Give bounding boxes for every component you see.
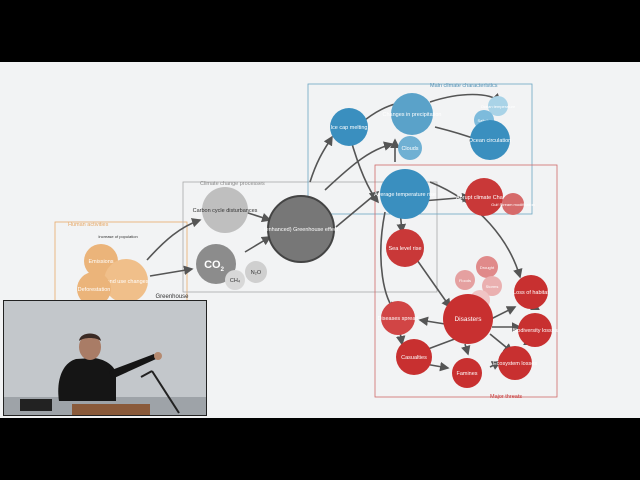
label-gulf-stream: Gulf Stream modification (491, 202, 535, 207)
podium (72, 404, 150, 415)
node-clouds (398, 136, 422, 160)
node-gulf-stream (502, 193, 524, 215)
node-ch4 (225, 270, 245, 290)
label-ice-cap: Ice cap melting (331, 125, 368, 131)
label-salinity: Salinity (478, 118, 491, 123)
label-drought: Drought (480, 265, 495, 270)
label-disasters: Disasters (454, 316, 482, 323)
label-average-temperature: Average temperature rise (374, 192, 436, 198)
node-sea-level (386, 229, 424, 267)
node-ecosystem (498, 346, 532, 380)
label-ecosystem: Ecosystem losses (493, 361, 537, 367)
node-abrupt-change (465, 178, 503, 216)
label-casualties: Casualties (401, 355, 427, 361)
label-precipitation: Changes in precipitation (382, 112, 441, 118)
node-carbon-cycle (202, 187, 248, 233)
speaker (58, 358, 116, 401)
label-ocean-temperature: Ocean temperature (481, 104, 516, 109)
label-sea-level: Sea level rise (388, 246, 421, 252)
node-storms (482, 276, 502, 296)
label-diseases: Diseases spread (378, 316, 419, 322)
node-precipitation (391, 93, 433, 135)
label-n2o: N₂O (251, 270, 262, 276)
label-storms: Storms (486, 284, 499, 289)
microphone-stand (151, 370, 180, 414)
laptop (20, 399, 52, 411)
node-human-deforestation (77, 272, 111, 306)
label-biodiversity: Biodiversity losses (512, 328, 557, 334)
node-average-temperature (380, 169, 430, 219)
node-floods (455, 270, 475, 290)
group-label-human: Human activities (68, 222, 109, 228)
group-box-threats (374, 164, 558, 398)
node-n2o (245, 261, 267, 283)
label-co2: CO2 (204, 259, 225, 273)
node-biodiversity (518, 313, 552, 347)
label-habitat-loss: Loss of habitat (513, 290, 549, 296)
label-ch4: CH₄ (230, 278, 241, 284)
speaker-scene (4, 301, 206, 415)
climate-diagram: Human activities Climate change processe… (54, 83, 558, 413)
node-famines (452, 358, 482, 388)
label-human-land-use: Land use changes (104, 279, 149, 285)
node-ocean-circulation (470, 120, 510, 160)
group-label-threats: Major threats (490, 394, 522, 400)
speaker-head (79, 334, 101, 360)
node-ice-cap (330, 108, 368, 146)
label-carbon-cycle: Carbon cycle disturbances (193, 208, 258, 214)
node-disasters (443, 294, 493, 344)
group-label-processes: Climate change processes (200, 181, 265, 187)
node-diseases (381, 301, 415, 335)
label-human-note: Increase of population (98, 234, 137, 239)
node-drought (476, 256, 498, 278)
node-casualties (396, 339, 432, 375)
label-greenhouse-effect: (enhanced) Greenhouse effect (264, 227, 339, 233)
node-greenhouse-effect (267, 195, 335, 263)
node-ocean-temperature (488, 96, 508, 116)
label-floods: Floods (459, 278, 471, 283)
group-label-characteristics: Main climate characteristics (430, 83, 498, 89)
label-ocean-circulation: Ocean circulation (469, 138, 512, 144)
node-habitat-loss (514, 275, 548, 309)
node-co2 (196, 244, 236, 284)
node-human-land-use (104, 259, 148, 303)
label-famines: Famines (456, 371, 477, 377)
speaker-video-inset (3, 300, 207, 416)
label-clouds: Clouds (401, 146, 418, 152)
label-human-deforestation: Deforestation (78, 287, 111, 293)
label-greenhouse: Greenhouse (155, 294, 189, 300)
label-human-emissions: Emissions (88, 259, 113, 265)
label-abrupt-change: Abrupt climate Change (456, 195, 512, 201)
